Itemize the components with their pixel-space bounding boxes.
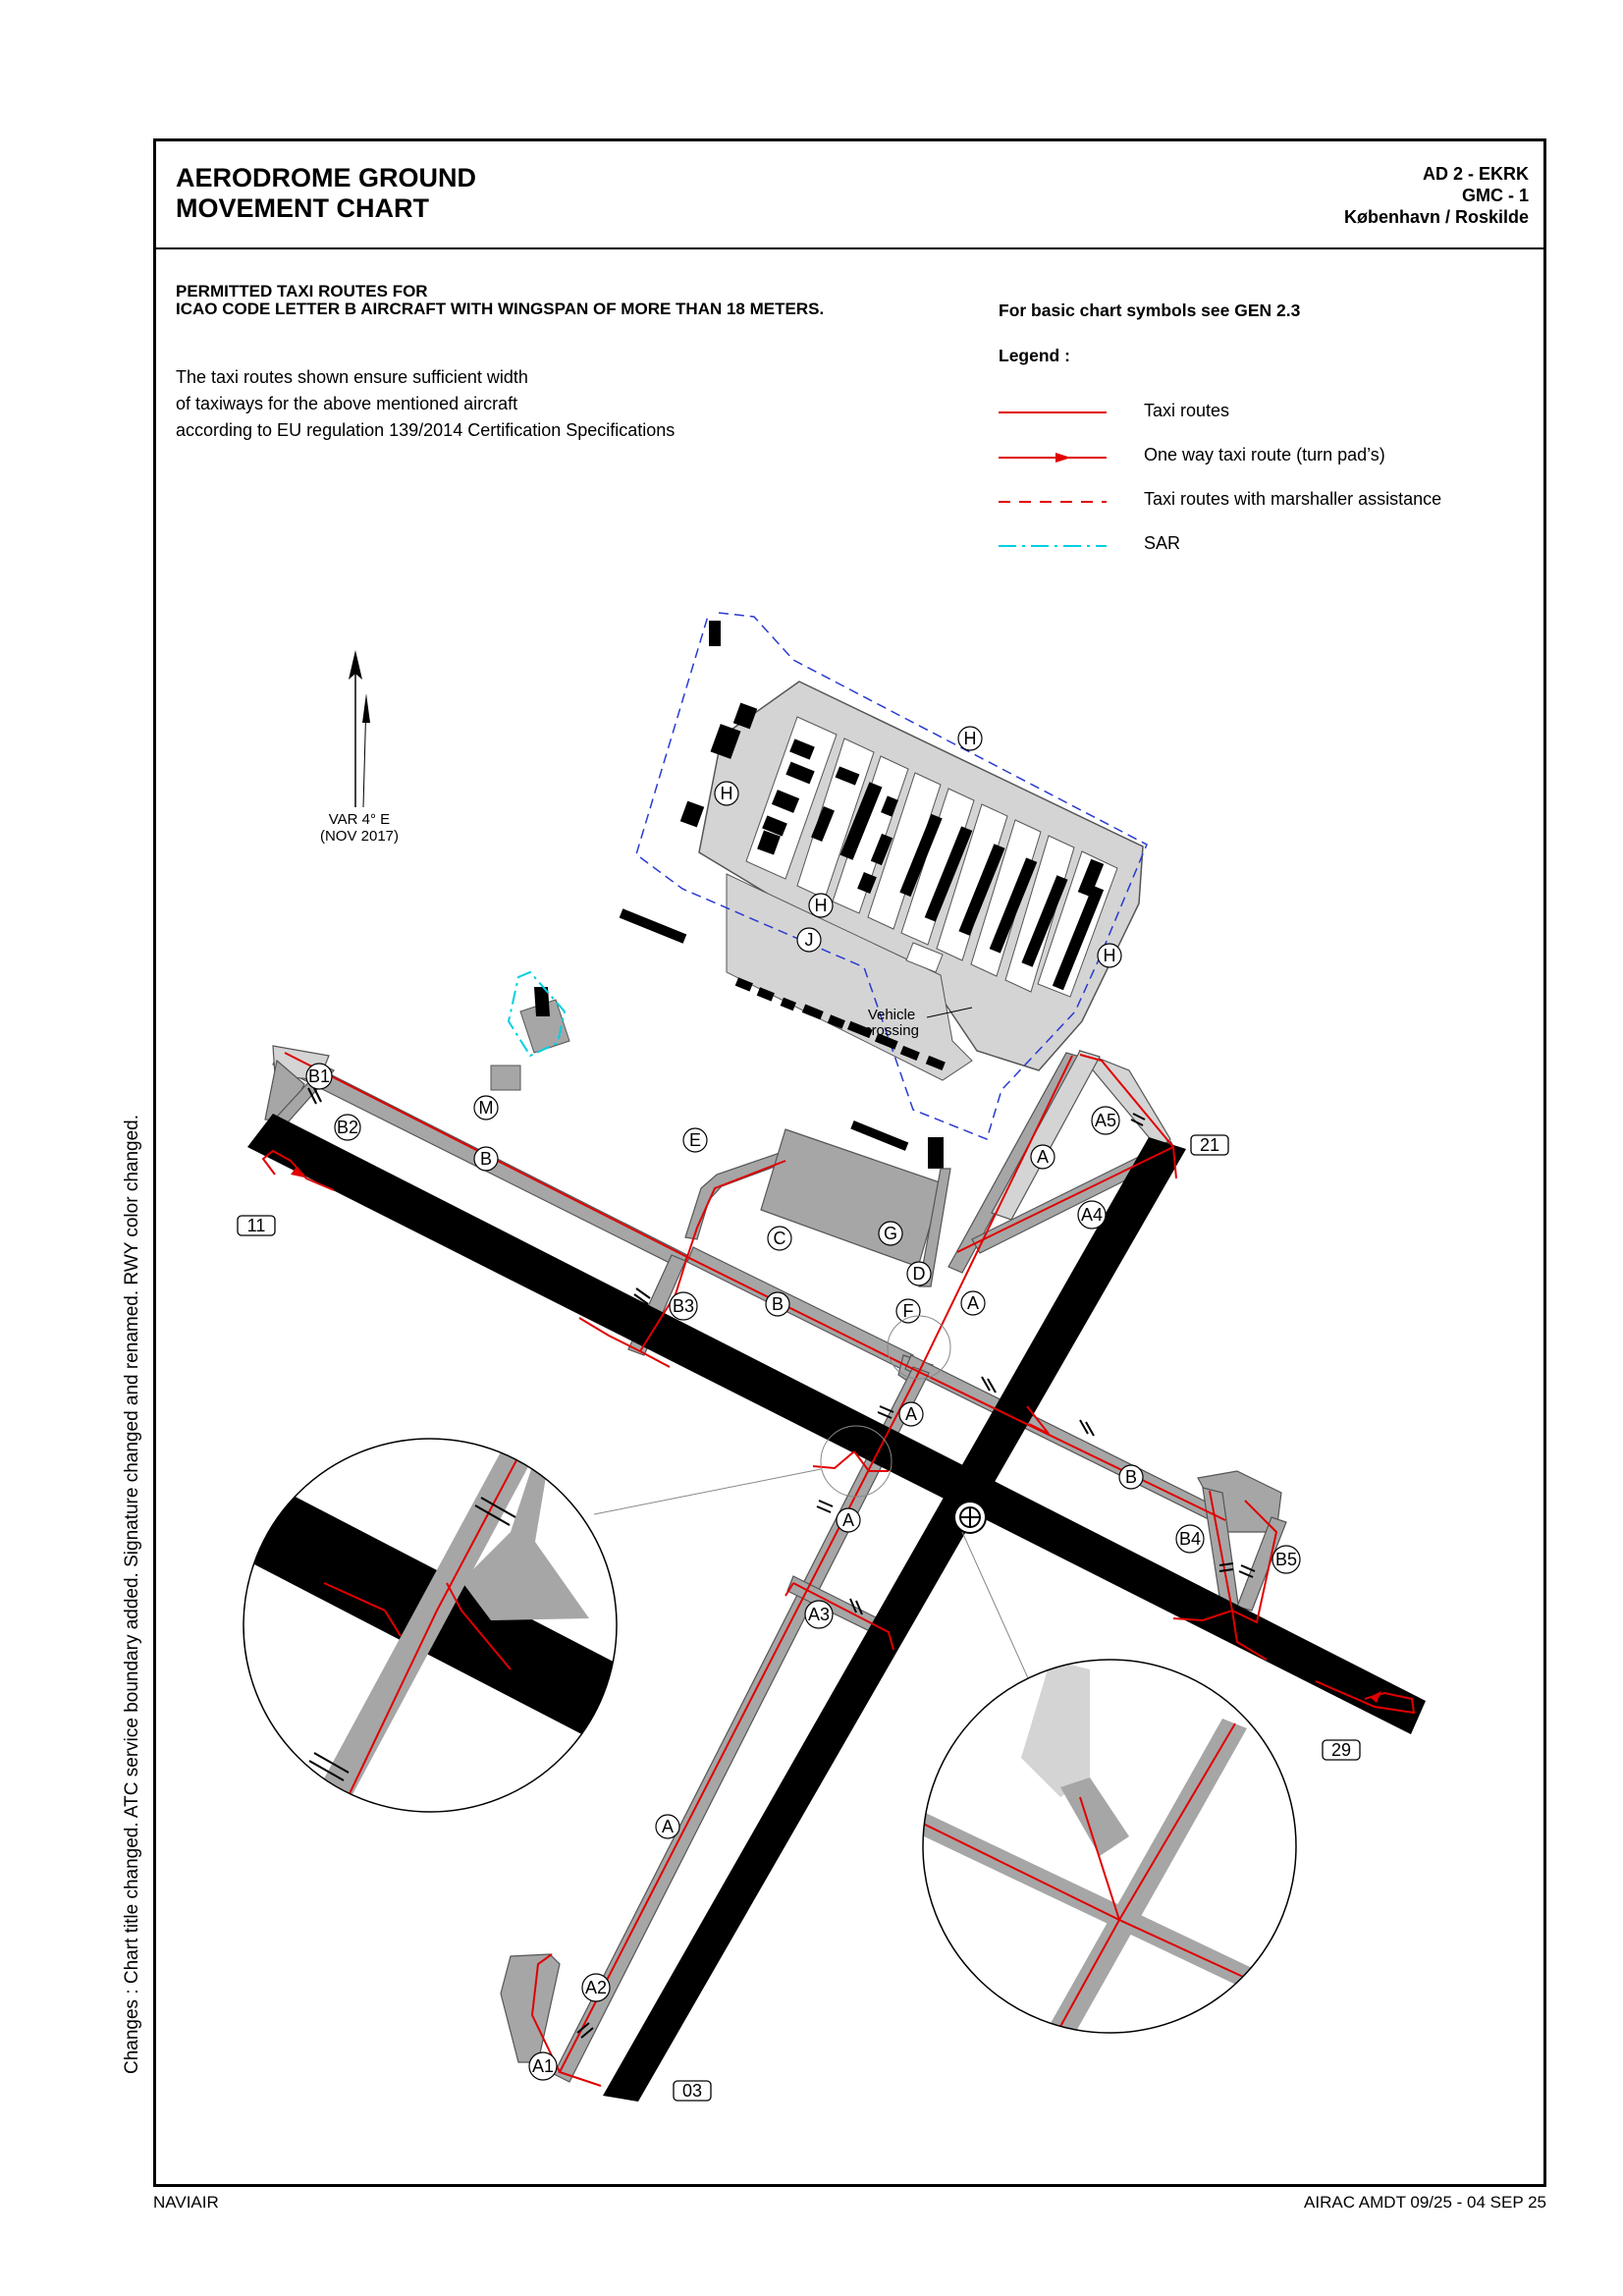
runway-11-29: [247, 1114, 1426, 1734]
twy-e: E: [689, 1130, 701, 1150]
holding-positions: [307, 1085, 1256, 2039]
twy-a4: A4: [1081, 1205, 1103, 1225]
twy-d-south: D: [913, 1264, 926, 1284]
runway-11-label: 11: [247, 1216, 266, 1235]
twy-h-3: H: [815, 896, 828, 915]
legend-one-way-line: [999, 453, 1107, 463]
width-note: The taxi routes shown ensure sufficient …: [176, 364, 675, 444]
apron-h: [635, 612, 1148, 1141]
twy-a-upper: A: [1037, 1147, 1049, 1167]
detail-inset-west: [243, 1438, 618, 1813]
twy-a-north: A: [967, 1293, 979, 1313]
note-line1: The taxi routes shown ensure sufficient …: [176, 367, 528, 387]
airac-amendment: AIRAC AMDT 09/25 - 04 SEP 25: [1304, 2193, 1546, 2212]
ad-ident: AD 2 - EKRK: [1422, 164, 1529, 184]
runway-21-label: 21: [1200, 1135, 1219, 1155]
changes-note: Changes : Chart title changed. ATC servi…: [122, 1115, 142, 2074]
detail-inset-east: [922, 1659, 1297, 2034]
chart-frame: [153, 138, 1546, 2187]
twy-a5: A5: [1095, 1111, 1116, 1130]
twy-h-4: H: [1104, 946, 1116, 965]
twy-b3: B3: [673, 1296, 694, 1316]
magnetic-variation: VAR 4° E: [329, 811, 390, 828]
twy-g: G: [884, 1224, 897, 1243]
aerodrome-name: København / Roskilde: [1343, 207, 1529, 227]
permitted-heading: PERMITTED TAXI ROUTES FOR ICAO CODE LETT…: [176, 283, 824, 318]
publisher: NAVIAIR: [153, 2193, 219, 2212]
legend-sar-line: [999, 545, 1107, 547]
twy-a-lower: A: [842, 1510, 854, 1530]
chart-title-line1: AERODROME GROUND: [176, 163, 477, 192]
twy-a2: A2: [585, 1978, 607, 1997]
twy-a-mid: A: [905, 1404, 917, 1424]
note-line2: of taxiways for the above mentioned airc…: [176, 394, 518, 413]
atc-boundary: [635, 612, 1148, 1141]
twy-a1: A1: [532, 2056, 554, 2076]
north-arrow-icon: VAR 4° E (NOV 2017): [320, 650, 399, 845]
runway-labels: 11 29 21 03: [237, 1134, 1361, 2102]
twy-a-south: A: [662, 1817, 674, 1836]
permitted-line2: ICAO CODE LETTER B AIRCRAFT WITH WINGSPA…: [176, 300, 825, 318]
legend-marshaller-label: Taxi routes with marshaller assistance: [1144, 489, 1442, 509]
sar-boundary: [507, 970, 567, 1058]
gen-reference: For basic chart symbols see GEN 2.3: [999, 301, 1301, 320]
tower-area: [490, 970, 570, 1091]
twy-b-west: B: [480, 1149, 492, 1169]
taxiway-label-circles: [305, 726, 1301, 2081]
runway-03-label: 03: [682, 2081, 702, 2101]
runway-29-label: 29: [1331, 1740, 1351, 1760]
twy-b4: B4: [1179, 1529, 1201, 1549]
twy-h-2: H: [721, 784, 733, 803]
chart-ident: AD 2 - EKRK GMC - 1 København / Roskilde: [1344, 163, 1529, 228]
buildings-j: [619, 908, 946, 1169]
twy-f: F: [903, 1301, 914, 1321]
twy-b-centre: B: [772, 1294, 784, 1314]
runway-03-21: [603, 1137, 1186, 2102]
chart-number: GMC - 1: [1461, 186, 1529, 205]
variation-date: (NOV 2017): [320, 828, 399, 845]
vehicle-crossing-label: Vehicle crossing: [864, 1007, 919, 1039]
taxiway-labels: B1 B2 M B E C G D F A A A5 A4 B3 B A A A…: [308, 729, 1297, 2076]
vehicle-crossing-line2: crossing: [864, 1022, 919, 1039]
twy-b2: B2: [337, 1118, 358, 1137]
one-way-arrows: [291, 1167, 1381, 1703]
permitted-line1: PERMITTED TAXI ROUTES FOR: [176, 282, 428, 301]
legend-taxi-route-label: Taxi routes: [1144, 401, 1230, 420]
legend-taxi-route-line: [999, 411, 1107, 413]
twy-a3: A3: [808, 1605, 830, 1624]
twy-m: M: [479, 1098, 494, 1118]
twy-c: C: [774, 1229, 786, 1248]
legend-title: Legend :: [999, 346, 1070, 365]
twy-b-east: B: [1125, 1467, 1137, 1487]
twy-h-1: H: [964, 729, 977, 748]
twy-b5: B5: [1275, 1550, 1297, 1569]
vehicle-crossing-line1: Vehicle: [868, 1007, 915, 1023]
chart-title: AERODROME GROUND MOVEMENT CHART: [176, 163, 476, 224]
chart-title-line2: MOVEMENT CHART: [176, 193, 429, 223]
legend-sar-label: SAR: [1144, 533, 1181, 553]
twy-b1: B1: [308, 1066, 330, 1086]
legend-marshaller-line: [999, 501, 1107, 503]
note-line3: according to EU regulation 139/2014 Cert…: [176, 420, 676, 440]
header-divider: [153, 247, 1546, 249]
twy-j: J: [805, 930, 814, 950]
legend-one-way-label: One way taxi route (turn pad’s): [1144, 445, 1385, 465]
intersection-icon: [953, 1501, 987, 1534]
